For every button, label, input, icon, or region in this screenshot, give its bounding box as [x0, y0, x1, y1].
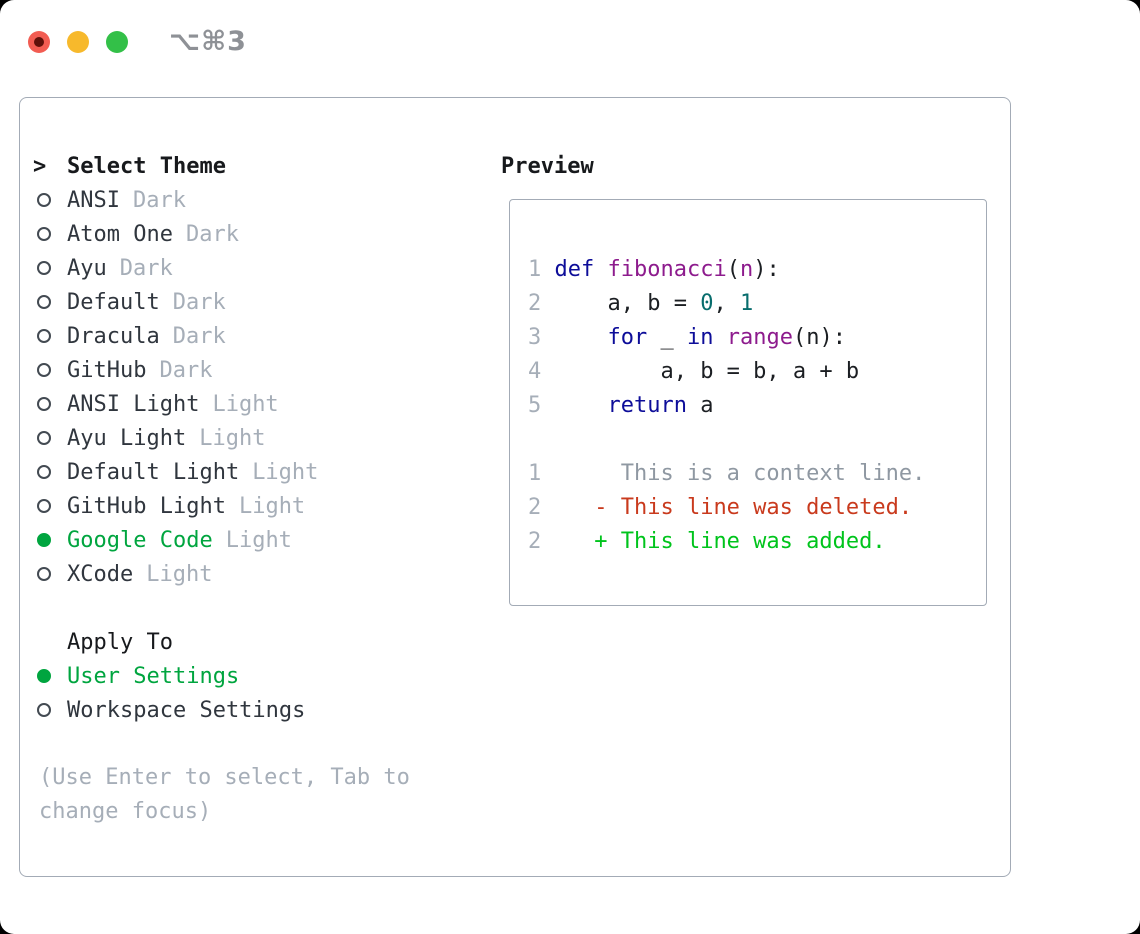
radio-icon — [33, 557, 67, 591]
diff-added-line: 2 + This line was added. — [528, 529, 886, 554]
zoom-button[interactable] — [106, 30, 128, 53]
radio-icon — [33, 183, 67, 217]
apply-to-title: Apply To — [67, 629, 173, 655]
radio-icon — [33, 251, 67, 285]
radio-icon — [33, 353, 67, 387]
apply-option-workspace-settings[interactable]: Workspace Settings — [33, 693, 410, 727]
theme-option-default-dark[interactable]: Default Dark — [33, 285, 410, 319]
theme-option-ayu-light[interactable]: Ayu Light Light — [33, 421, 410, 455]
code-line: 3 for _ in range(n): — [528, 325, 846, 350]
theme-picker-panel: > Select Theme ANSI Dark Atom One Dark A… — [19, 97, 1011, 877]
theme-option-github-light[interactable]: GitHub Light Light — [33, 489, 410, 523]
radio-icon — [33, 387, 67, 421]
select-theme-header: > Select Theme — [33, 149, 410, 183]
code-line: 5 return a — [528, 393, 714, 418]
theme-option-xcode-light[interactable]: XCode Light — [33, 557, 410, 591]
preview-title: Preview — [501, 153, 594, 179]
radio-selected-icon — [33, 523, 67, 557]
theme-option-default-light[interactable]: Default Light Light — [33, 455, 410, 489]
theme-option-ansi-dark[interactable]: ANSI Dark — [33, 183, 410, 217]
theme-list: > Select Theme ANSI Dark Atom One Dark A… — [33, 149, 410, 829]
radio-icon — [33, 217, 67, 251]
radio-icon — [33, 421, 67, 455]
radio-icon — [33, 489, 67, 523]
theme-option-dracula-dark[interactable]: Dracula Dark — [33, 319, 410, 353]
code-line: 2 a, b = 0, 1 — [528, 291, 754, 316]
apply-to-header: Apply To — [33, 625, 410, 659]
radio-selected-icon — [33, 659, 67, 693]
preview-box: 1 def fibonacci(n): 2 a, b = 0, 1 3 for … — [509, 199, 987, 606]
code-line: 1 def fibonacci(n): — [528, 257, 780, 282]
help-hint-line-1: (Use Enter to select, Tab to — [39, 765, 410, 790]
code-line: 4 a, b = b, a + b — [528, 359, 860, 384]
theme-option-google-code-light[interactable]: Google Code Light — [33, 523, 410, 557]
title-bar: ⌥⌘3 — [28, 26, 247, 57]
diff-context-line: 1 This is a context line. — [528, 461, 926, 486]
apply-option-user-settings[interactable]: User Settings — [33, 659, 410, 693]
radio-icon — [33, 285, 67, 319]
code-line-blank — [528, 423, 925, 457]
radio-icon — [33, 455, 67, 489]
window-title: ⌥⌘3 — [169, 26, 247, 57]
theme-option-github-dark[interactable]: GitHub Dark — [33, 353, 410, 387]
radio-icon — [33, 693, 67, 727]
selection-chevron-icon: > — [33, 153, 47, 179]
theme-option-atom-one-dark[interactable]: Atom One Dark — [33, 217, 410, 251]
theme-option-ansi-light[interactable]: ANSI Light Light — [33, 387, 410, 421]
radio-icon — [33, 319, 67, 353]
diff-deleted-line: 2 - This line was deleted. — [528, 495, 913, 520]
code-preview: 1 def fibonacci(n): 2 a, b = 0, 1 3 for … — [528, 253, 925, 559]
select-theme-title: Select Theme — [67, 153, 226, 179]
help-hint-line-2: change focus) — [39, 799, 212, 824]
close-button[interactable] — [28, 30, 50, 53]
minimize-button[interactable] — [67, 30, 89, 53]
theme-option-ayu-dark[interactable]: Ayu Dark — [33, 251, 410, 285]
